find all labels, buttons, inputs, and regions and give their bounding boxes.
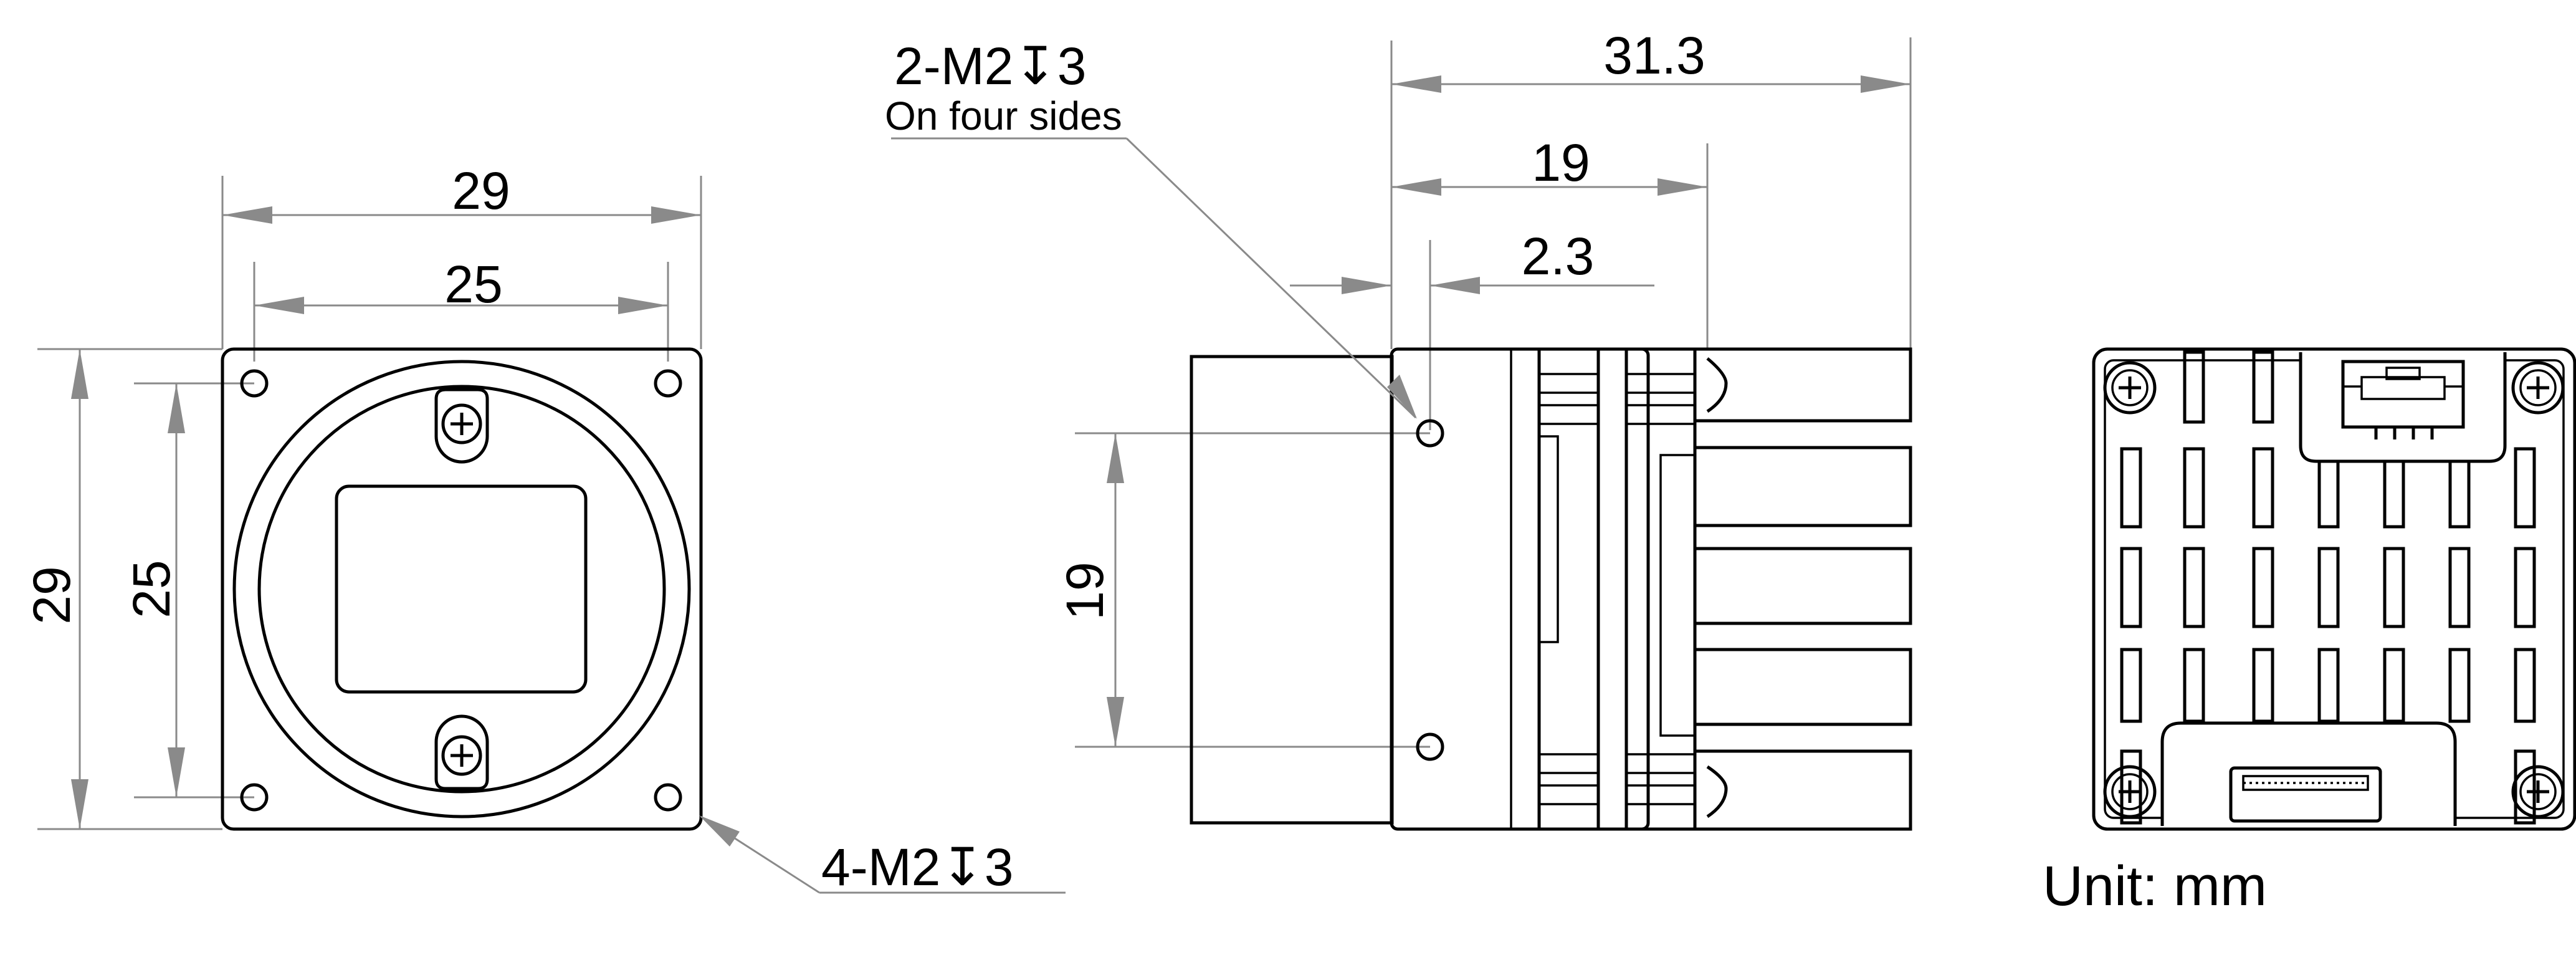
lens-mount-inner-ring: [257, 385, 666, 794]
side-view: 31.3 19 2.3 19 2-M2↧3 On four sides: [885, 26, 1912, 831]
front-holes-leader: [699, 815, 1066, 894]
front-height-outer-label: 29: [22, 566, 81, 624]
front-height-outer-dimension: [71, 349, 88, 829]
side-hole-spacing-label: 19: [1056, 562, 1114, 620]
rear-housing: [2092, 347, 2576, 831]
front-height-holes-dimension: [168, 383, 185, 797]
heatsink-fins: [1693, 347, 1912, 831]
front-width-outer-label: 29: [452, 161, 510, 220]
mounting-hole: [654, 369, 682, 398]
usb-connector: [2229, 766, 2382, 823]
mounting-hole: [654, 783, 682, 812]
screw-icon: [441, 735, 482, 776]
vent-slots: [2120, 350, 2536, 825]
front-width-holes-dimension: [254, 297, 668, 314]
side-length-body-dimension: [1391, 178, 1707, 196]
side-holes-callout: 2-M2↧3: [894, 37, 1086, 95]
front-view: 29 25 29 25 4-M2↧3: [22, 161, 1066, 896]
front-width-outer-dimension: [222, 206, 701, 224]
lens-mount-outer-ring: [232, 360, 691, 818]
side-holes-leader: [891, 137, 1417, 419]
side-mounting-hole: [1416, 732, 1444, 761]
mounting-hole: [240, 369, 269, 398]
rear-view: Unit: mm: [2043, 347, 2576, 918]
side-length-total-dimension: [1391, 75, 1911, 93]
screw-icon: [2511, 765, 2565, 818]
front-width-holes-label: 25: [444, 255, 502, 314]
side-housing: [1390, 347, 1650, 831]
lens-mount: [1190, 355, 1394, 825]
screw-icon: [441, 403, 482, 444]
screw-icon: [2103, 361, 2157, 415]
side-hole-offset-label: 2.3: [1522, 227, 1595, 286]
side-length-body-label: 19: [1532, 133, 1590, 192]
side-length-total-label: 31.3: [1603, 26, 1705, 85]
front-holes-callout: 4-M2↧3: [821, 838, 1013, 896]
front-height-holes-label: 25: [122, 560, 181, 618]
side-holes-callout-sub: On four sides: [885, 94, 1122, 138]
side-hole-offset-dimension: [1290, 277, 1654, 294]
sensor-window: [335, 484, 588, 694]
front-housing: [221, 347, 703, 831]
side-mounting-hole: [1416, 419, 1444, 448]
side-hole-spacing-dimension: [1107, 433, 1124, 747]
screw-icon: [2511, 361, 2565, 415]
gpio-connector: [2341, 360, 2465, 429]
mounting-hole: [240, 783, 269, 812]
screw-icon: [2103, 765, 2157, 818]
unit-label: Unit: mm: [2043, 855, 2267, 918]
